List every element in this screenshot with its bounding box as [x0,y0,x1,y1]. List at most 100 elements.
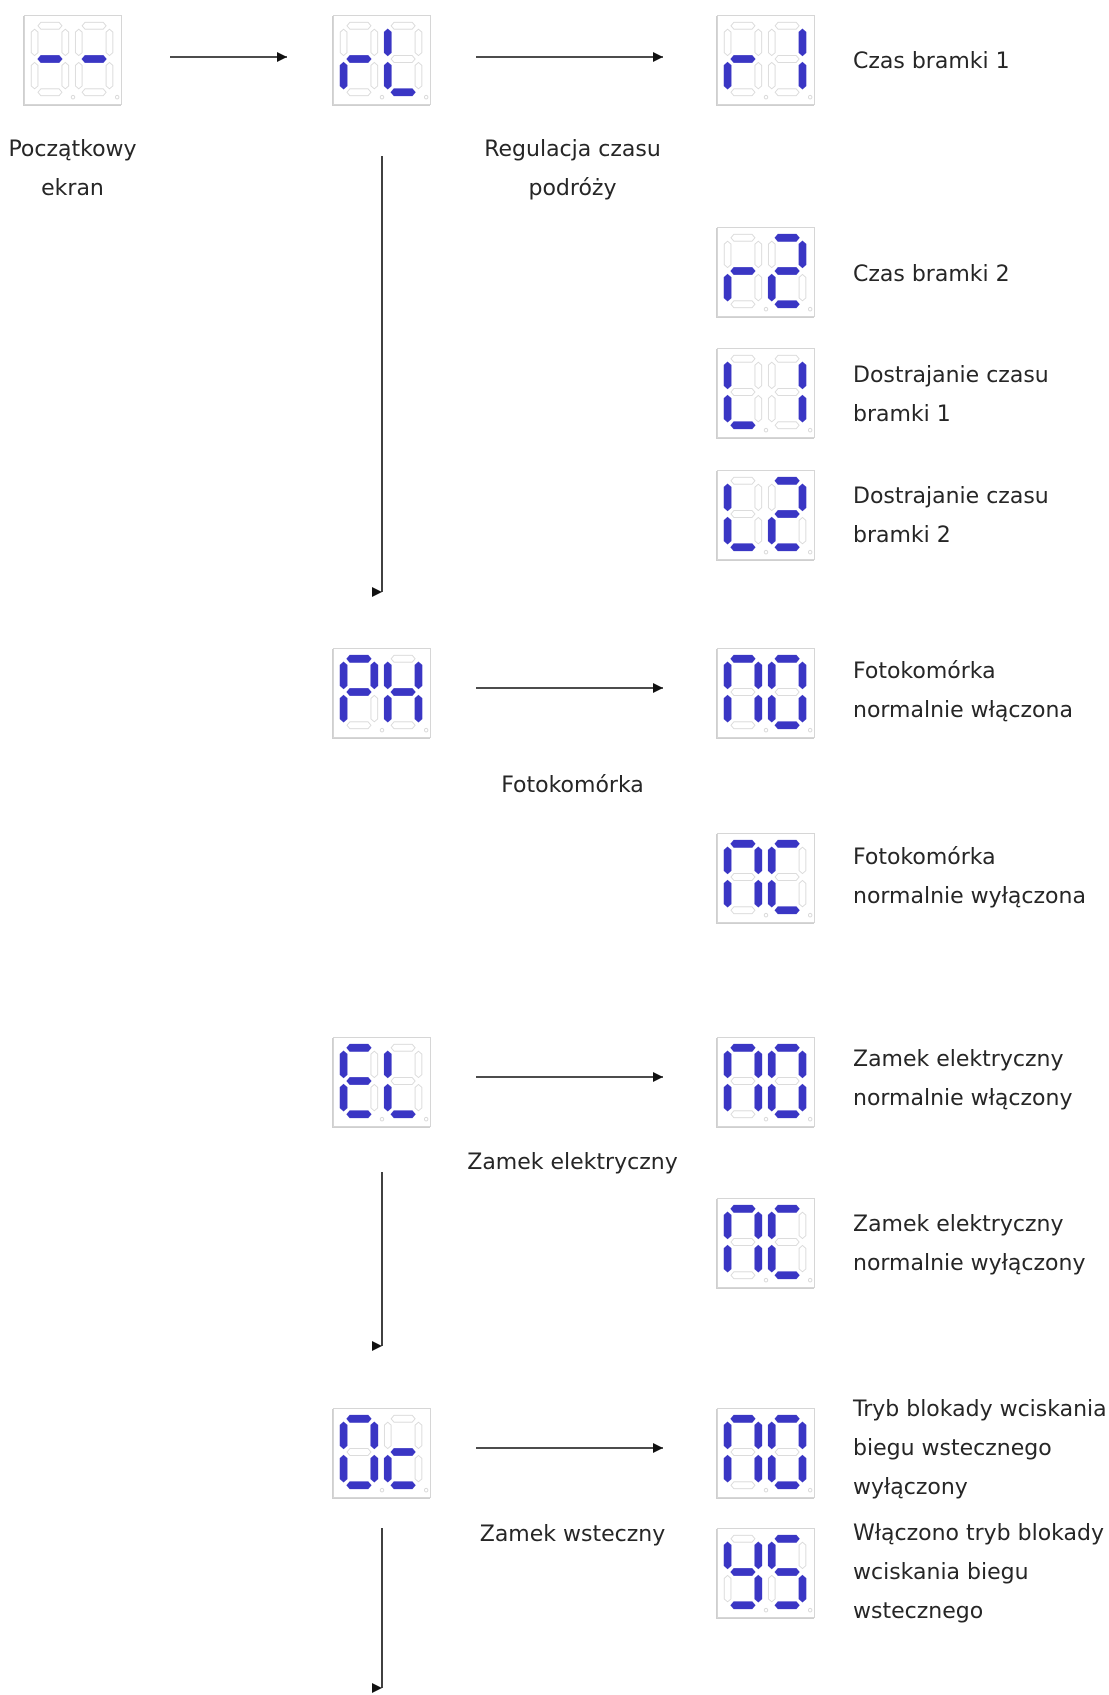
segment-g [730,873,756,881]
segment-g [390,55,416,63]
decimal-point [379,1487,385,1493]
segment-f [723,1050,732,1079]
segment-d [730,1271,756,1280]
segment-c [754,273,763,302]
segment-e [723,1574,732,1603]
seven-segment-svg: L1 [723,354,813,433]
segment-e [383,1083,392,1112]
segment-a [774,21,800,30]
decimal-point [423,94,429,100]
display-option-Oc-nO: nO [717,1408,815,1498]
label-line: bramki 2 [853,523,951,548]
label-line: Fotokomórka [501,773,644,798]
decimal-point [763,727,769,733]
segment-a [730,476,756,485]
segment-g [774,1568,800,1576]
segment-g [390,1077,416,1085]
segment-d [730,543,756,552]
segment-f [723,1541,732,1570]
segment-b [798,240,807,269]
segment-g [390,688,416,696]
segment-f [767,240,776,269]
segment-a [774,1414,800,1423]
segment-g [730,267,756,275]
segment-b [414,661,423,690]
segment-b [754,1421,763,1450]
segment-e [767,61,776,90]
segment-g [81,55,107,63]
segment-d [774,300,800,309]
segment-e [339,61,348,90]
segment-d [774,906,800,915]
segment-g [346,1077,372,1085]
segment-e [339,694,348,723]
segment-e [74,61,83,90]
segment-d [730,721,756,730]
label-line: Zamek elektryczny [467,1150,678,1175]
segment-d [730,1110,756,1119]
segment-b [798,1050,807,1079]
label-option-EL-nC: Zamek elektryczny normalnie wyłączony [853,1205,1085,1283]
segment-d [774,1481,800,1490]
segment-g [774,55,800,63]
segment-a [774,1534,800,1543]
label-line: ekran [41,176,104,201]
segment-c [798,879,807,908]
display-option-L1: L1 [717,348,815,438]
segment-f [723,28,732,57]
segment-c [754,1454,763,1483]
segment-c [61,61,70,90]
decimal-point [807,1277,813,1283]
label-option-L2: Dostrajanie czasu bramki 2 [853,477,1049,555]
segment-f [74,28,83,57]
segment-f [723,483,732,512]
label-option-r2: Czas bramki 2 [853,255,1010,294]
segment-e [723,1083,732,1112]
label-line: bramki 1 [853,402,951,427]
seven-segment-svg: rL [339,21,429,100]
segment-f [383,661,392,690]
segment-c [754,516,763,545]
segment-c [798,1083,807,1112]
segment-c [370,1083,379,1112]
segment-d [730,1481,756,1490]
segment-f [723,240,732,269]
label-menu-EL: Zamek elektryczny [450,1143,695,1182]
segment-c [370,694,379,723]
segment-d [346,88,372,97]
segment-g [774,388,800,396]
segment-c [754,1574,763,1603]
segment-b [754,28,763,57]
seven-segment-svg: L2 [723,476,813,555]
segment-f [767,361,776,390]
segment-e [767,1083,776,1112]
segment-d [730,421,756,430]
segment-f [767,661,776,690]
segment-d [390,721,416,730]
segment-e [30,61,39,90]
segment-b [798,1211,807,1240]
segment-d [390,1481,416,1490]
segment-c [414,1083,423,1112]
segment-a [730,354,756,363]
display-option-PH-nC: nC [717,833,815,923]
seven-segment-svg: nO [723,1043,813,1122]
segment-g [346,688,372,696]
segment-c [370,61,379,90]
segment-d [774,543,800,552]
label-line: podróży [528,176,617,201]
segment-f [767,1211,776,1240]
segment-g [390,1448,416,1456]
segment-a [81,21,107,30]
segment-a [730,1534,756,1543]
segment-f [723,1421,732,1450]
segment-e [383,1454,392,1483]
segment-b [754,1211,763,1240]
segment-d [774,1601,800,1610]
display-option-r1: r1 [717,15,815,105]
segment-f [723,661,732,690]
segment-a [774,476,800,485]
decimal-point [379,94,385,100]
segment-c [754,694,763,723]
